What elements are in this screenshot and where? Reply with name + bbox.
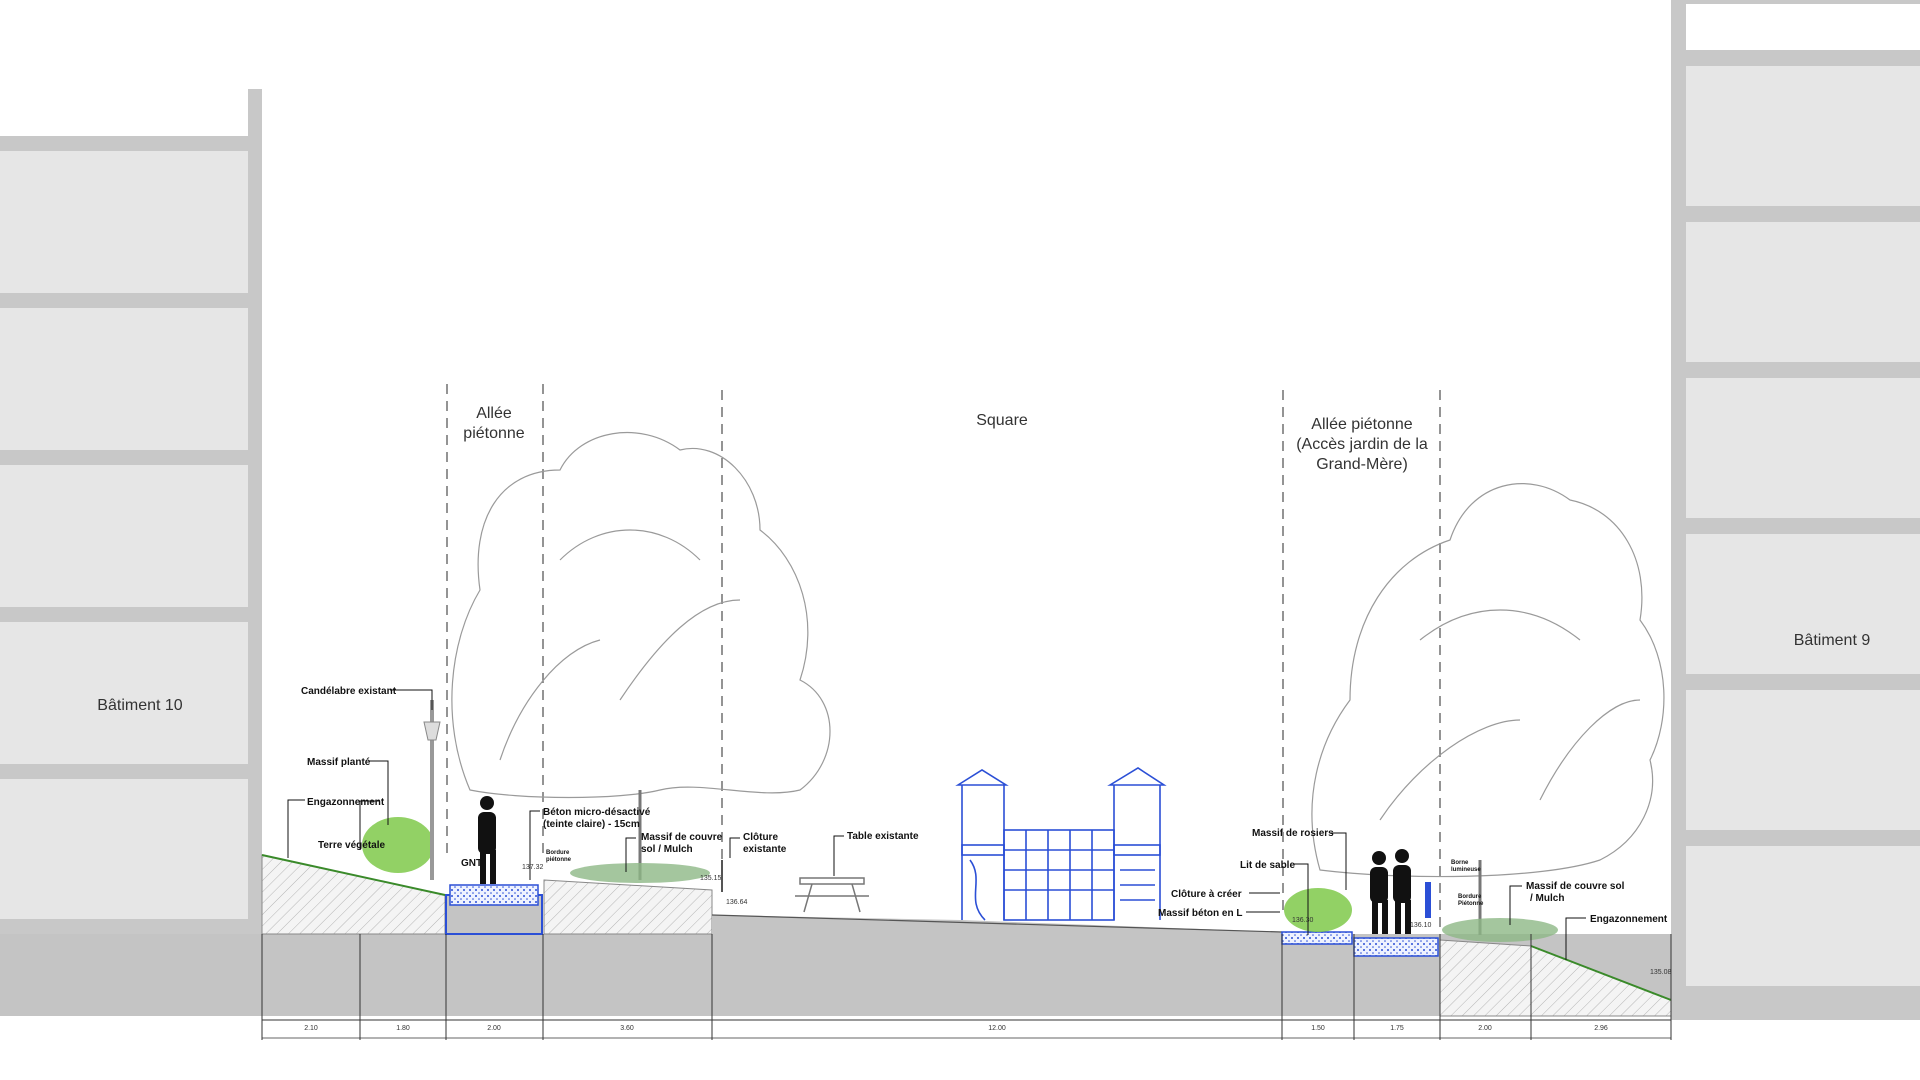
- label-terre-vegetale: Terre végétale: [318, 840, 386, 851]
- shrub-massif-plante: [362, 817, 434, 873]
- tree-right: [1311, 483, 1665, 935]
- shrub-rosiers: [1284, 888, 1352, 932]
- zone-boundaries: [446, 384, 1441, 930]
- label-borne-2: lumineuse: [1451, 867, 1481, 873]
- dimension-3: 2.00: [487, 1025, 501, 1032]
- zone-labels: Allée piétonne Square Allée piétonne (Ac…: [463, 405, 1428, 473]
- allee-left-label-1: Allée: [476, 405, 512, 422]
- square-label: Square: [976, 412, 1028, 429]
- building-left: Bâtiment 10: [0, 89, 262, 934]
- label-bordure-left-2: piétonne: [546, 857, 572, 863]
- label-borne-1: Borne: [1451, 860, 1469, 866]
- label-massif-couvre-left-1: Massif de couvre: [641, 832, 723, 843]
- label-cloture-existante-1: Clôture: [743, 832, 778, 843]
- label-candelabre: Candélabre existant: [301, 686, 397, 697]
- play-structure: [955, 767, 1167, 921]
- label-massif-couvre-right-1: Massif de couvre sol: [1526, 881, 1625, 892]
- person-silhouettes-right: [1370, 849, 1411, 934]
- dimension-4: 3.60: [620, 1025, 634, 1032]
- dimension-line: 2.10 1.80 2.00 3.60 12.00 1.50 1.75 2.00…: [261, 934, 1672, 1040]
- building-left-label: Bâtiment 10: [97, 697, 182, 714]
- dimension-2: 1.80: [396, 1025, 410, 1032]
- label-table-existante: Table existante: [847, 831, 919, 842]
- lamp-post: [423, 700, 441, 880]
- label-gnt: GNT: [461, 858, 482, 869]
- label-beton-1: Béton micro-désactivé: [543, 807, 651, 818]
- dimension-7: 1.75: [1390, 1025, 1404, 1032]
- allee-right-label-1: Allée piétonne: [1311, 416, 1413, 433]
- shrub-couvre-sol-left: [570, 863, 710, 883]
- dimension-9: 2.96: [1594, 1025, 1608, 1032]
- label-beton-2: (teinte claire) - 15cm: [543, 819, 640, 830]
- level-l2: 135.15: [700, 875, 722, 882]
- level-l4: 136.30: [1292, 917, 1314, 924]
- allee-right-paving: [1353, 937, 1439, 957]
- level-l3: 136.64: [726, 899, 748, 906]
- level-l6: 135.08: [1650, 969, 1672, 976]
- dimension-6: 1.50: [1311, 1025, 1325, 1032]
- dimension-8: 2.00: [1478, 1025, 1492, 1032]
- label-cloture-existante-2: existante: [743, 844, 787, 855]
- level-l1: 137.32: [522, 864, 544, 871]
- annotations-left: Candélabre existant Massif planté Engazo…: [287, 686, 919, 880]
- label-massif-rosiers: Massif de rosiers: [1252, 828, 1334, 839]
- borne-lumineuse: [1425, 882, 1431, 918]
- building-right-label: Bâtiment 9: [1794, 632, 1871, 649]
- allee-left-label-2: piétonne: [463, 425, 524, 442]
- dimension-1: 2.10: [304, 1025, 318, 1032]
- dimension-5: 12.00: [988, 1025, 1006, 1032]
- label-massif-beton: Massif béton en L: [1158, 908, 1242, 919]
- label-massif-couvre-left-2: sol / Mulch: [641, 844, 693, 855]
- label-cloture-a-creer: Clôture à créer: [1171, 889, 1242, 900]
- building-right: Bâtiment 9: [1671, 0, 1920, 1020]
- allee-left-paving: [449, 884, 539, 906]
- label-massif-couvre-right-2: / Mulch: [1530, 893, 1564, 904]
- level-markers: 137.32 135.15 136.64 136.30 136.10 135.0…: [522, 864, 1672, 976]
- label-bordure-right-2: Piétonne: [1458, 901, 1484, 907]
- label-massif-plante: Massif planté: [307, 757, 371, 768]
- level-l5: 136.10: [1410, 922, 1432, 929]
- tree-left: [451, 431, 831, 880]
- label-engazonnement-left: Engazonnement: [307, 797, 385, 808]
- allee-right-label-2: (Accès jardin de la: [1296, 436, 1428, 453]
- label-engazonnement-right: Engazonnement: [1590, 914, 1668, 925]
- shrub-couvre-sol-right: [1442, 918, 1558, 942]
- person-silhouette-left: [478, 796, 496, 884]
- label-bordure-left-1: Bordure: [546, 850, 570, 856]
- label-bordure-right-1: Bordure: [1458, 894, 1482, 900]
- picnic-table: [795, 877, 869, 913]
- label-lit-de-sable: Lit de sable: [1240, 860, 1295, 871]
- allee-right-label-3: Grand-Mère): [1316, 456, 1408, 473]
- annotations-right: Massif de rosiers Lit de sable Clôture à…: [1158, 828, 1668, 960]
- ground-section: [0, 854, 1672, 1017]
